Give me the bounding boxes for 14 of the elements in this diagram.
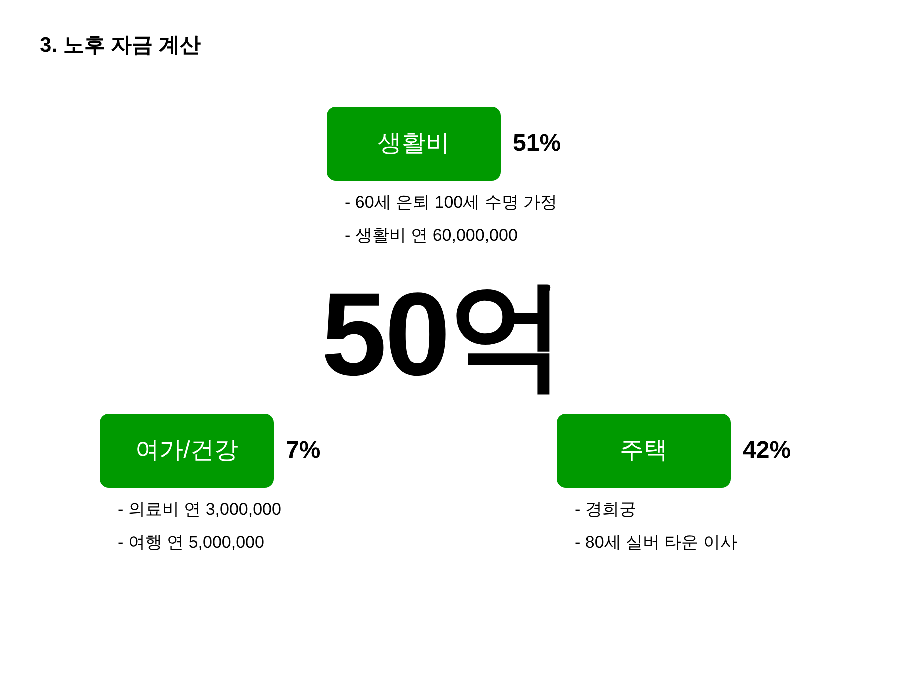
percentage-value: 42% <box>743 436 792 466</box>
percentage-value: 7% <box>286 436 321 466</box>
note-text: - 80세 실버 타운 이사 <box>575 532 738 554</box>
note-text: - 경희궁 <box>575 499 636 521</box>
category-label: 여가/건강 <box>136 436 238 466</box>
category-label: 생활비 <box>378 129 450 159</box>
note-text: - 생활비 연 60,000,000 <box>345 225 518 247</box>
category-label: 주택 <box>620 436 668 466</box>
slide-title: 3. 노후 자금 계산 <box>40 33 202 59</box>
total-amount: 50억 <box>321 270 565 400</box>
note-text: - 60세 은퇴 100세 수명 가정 <box>345 192 558 214</box>
percentage-value: 51% <box>513 129 562 159</box>
note-text: - 여행 연 5,000,000 <box>118 532 264 554</box>
note-text: - 의료비 연 3,000,000 <box>118 499 282 521</box>
